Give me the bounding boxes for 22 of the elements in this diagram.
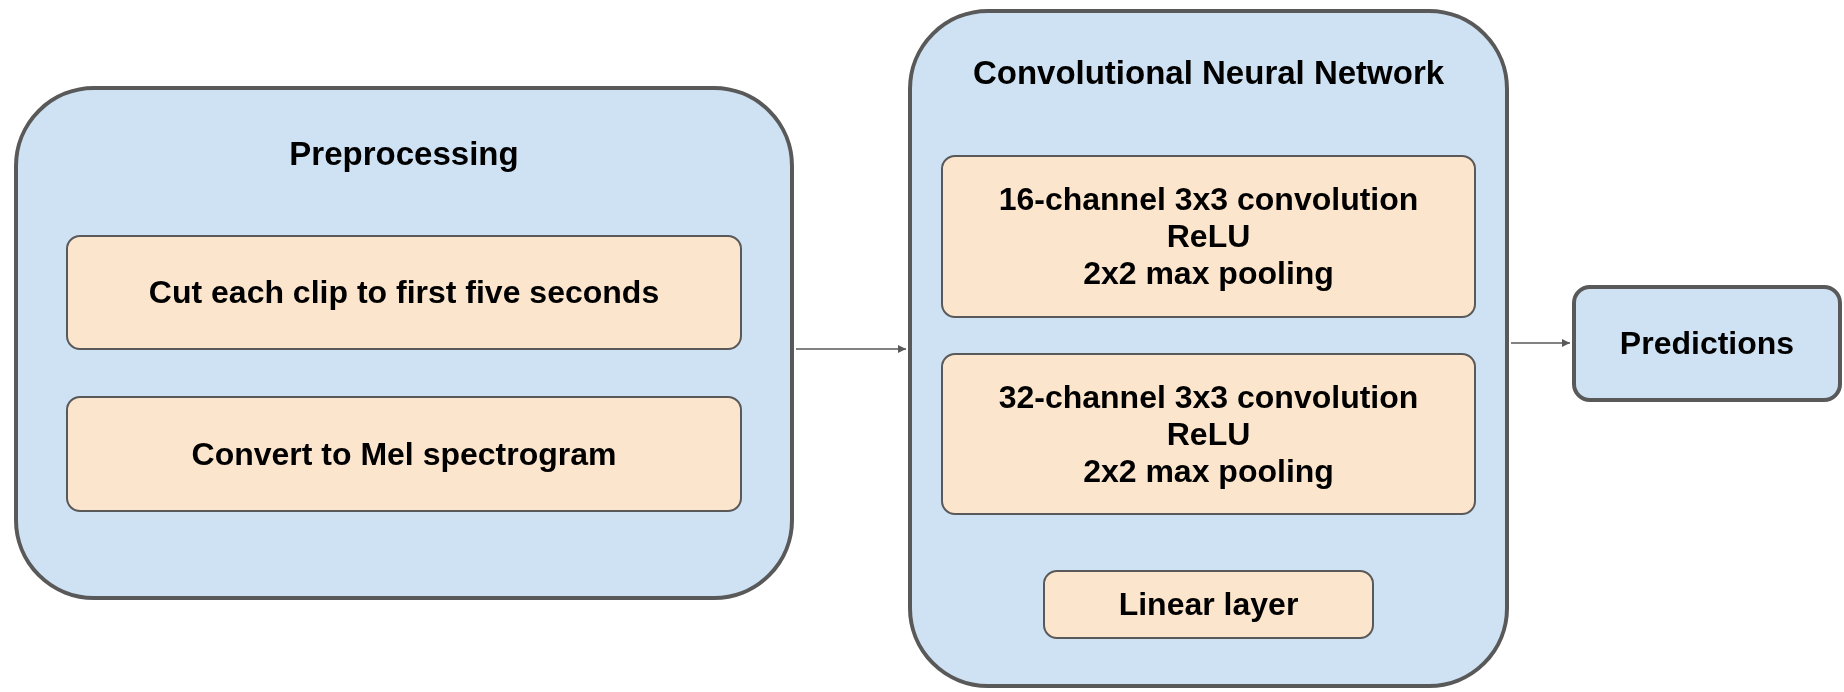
- output-box: [1572, 285, 1842, 402]
- process-box: [1043, 570, 1374, 639]
- box-text: Predictions: [1619, 325, 1795, 362]
- group-title: Preprocessing: [289, 134, 519, 174]
- process-box: [66, 235, 742, 350]
- box-text: 2x2 max pooling: [1083, 452, 1334, 490]
- arrow: [1510, 339, 1571, 347]
- box-text: 16-channel 3x3 convolution: [998, 181, 1419, 218]
- arrow: [795, 345, 907, 353]
- box-text: Convert to Mel spectrogram: [191, 435, 617, 473]
- box-text: 2x2 max pooling: [1083, 255, 1334, 292]
- process-box: [941, 353, 1476, 515]
- box-text: ReLU: [1166, 218, 1251, 255]
- process-box: [941, 155, 1476, 318]
- group-panel: [908, 9, 1509, 688]
- box-text: 32-channel 3x3 convolution: [998, 378, 1419, 416]
- box-text: Cut each clip to first five seconds: [148, 274, 660, 311]
- box-text: Linear layer: [1118, 586, 1299, 623]
- process-box: [66, 396, 742, 512]
- box-text: ReLU: [1166, 415, 1251, 453]
- group-panel: [14, 86, 794, 600]
- group-title: Convolutional Neural Network: [972, 53, 1445, 93]
